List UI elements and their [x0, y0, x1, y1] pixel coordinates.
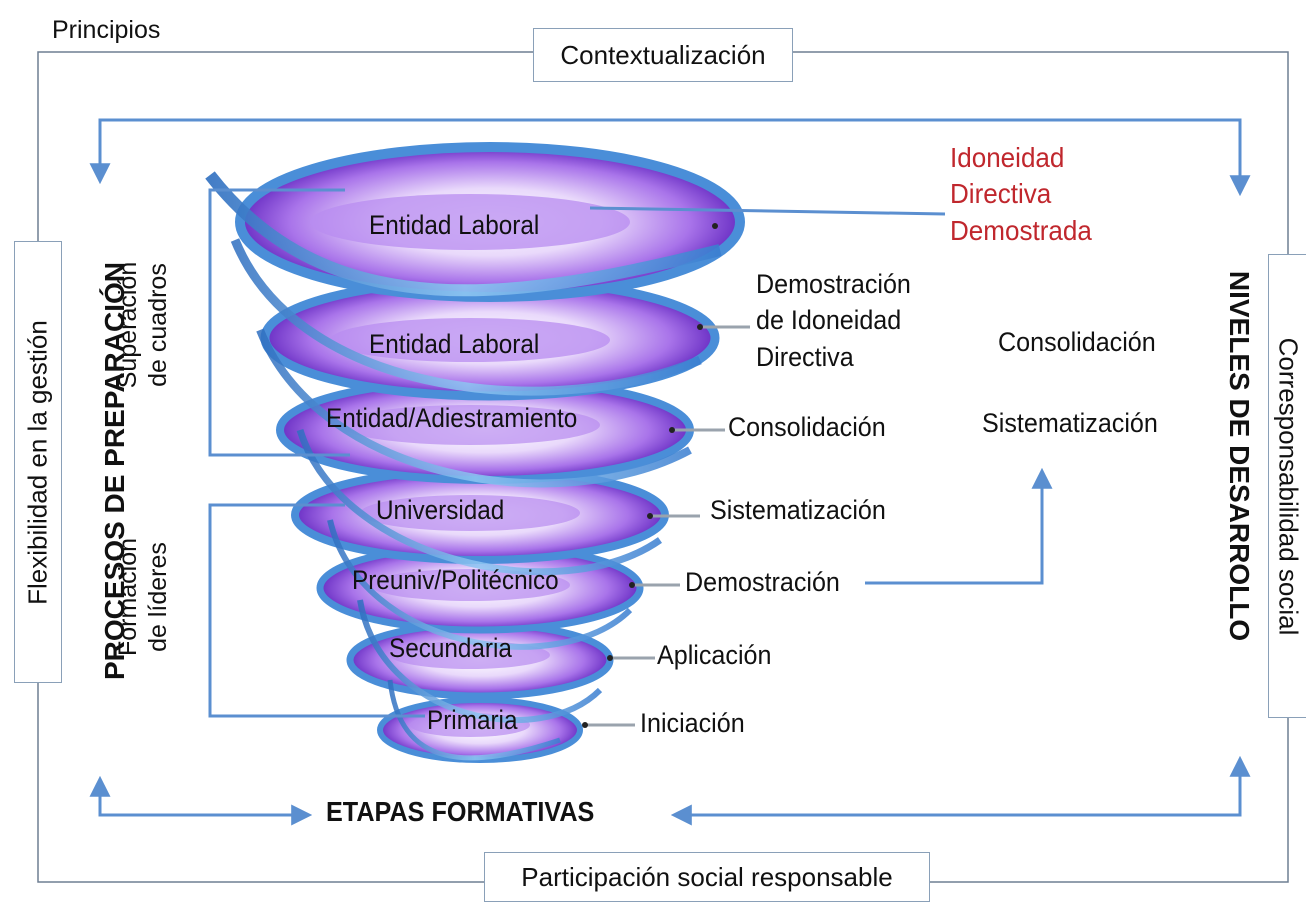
axis-right-title: NIVELES DE DESARROLLO: [1224, 270, 1255, 642]
principle-left: Flexibilidad en la gestión: [22, 320, 53, 605]
summary-sistematizacion: Sistematización: [982, 408, 1158, 438]
stage-label-7: Primaria: [427, 705, 518, 735]
stage-label-4: Universidad: [376, 495, 505, 525]
principle-bottom-box: Participación social responsable: [484, 852, 930, 902]
top-feedback-arrow: [89, 118, 1251, 197]
stage-label-3: Entidad/Adiestramiento: [326, 403, 578, 433]
demostracion-arrow: [865, 467, 1053, 585]
principle-top-box: Contextualización: [533, 28, 793, 82]
bottom-right-arrow: [670, 755, 1251, 826]
principle-right-box: Corresponsabilidad social: [1268, 254, 1306, 718]
stage-label-5: Preuniv/Politécnico: [352, 565, 559, 595]
outcome-connector: [589, 206, 946, 216]
summary-consolidacion: Consolidación: [998, 327, 1156, 357]
level-sistematizacion: Sistematización: [710, 495, 886, 525]
outcome-text: Idoneidad Directiva Demostrada: [950, 142, 1092, 246]
principles-title: Principios: [52, 16, 161, 44]
stage-label-1: Entidad Laboral: [369, 210, 540, 240]
principle-top: Contextualización: [560, 39, 766, 70]
level-demostracion: Demostración: [685, 567, 840, 597]
level-connectors: [585, 325, 750, 727]
principle-left-box: Flexibilidad en la gestión: [14, 241, 62, 683]
stage-label-2: Entidad Laboral: [369, 329, 540, 359]
level-aplicacion: Aplicación: [657, 640, 772, 670]
principle-right: Corresponsabilidad social: [1273, 337, 1304, 636]
level-dots: [582, 223, 718, 728]
stage-label-6: Secundaria: [389, 633, 512, 663]
level-consolidacion: Consolidación: [728, 412, 886, 442]
bottom-left-arrow: [89, 775, 313, 826]
principle-bottom: Participación social responsable: [521, 861, 893, 892]
formacion-bracket: [208, 503, 425, 718]
axis-bottom-title: ETAPAS FORMATIVAS: [326, 796, 595, 827]
level-iniciacion: Iniciación: [640, 708, 745, 738]
level-demostracion-idoneidad: Demostración de Idoneidad Directiva: [756, 269, 911, 372]
group-superacion: Superación de cuadros: [114, 261, 172, 389]
group-formacion: Formación de líderes: [114, 537, 172, 657]
